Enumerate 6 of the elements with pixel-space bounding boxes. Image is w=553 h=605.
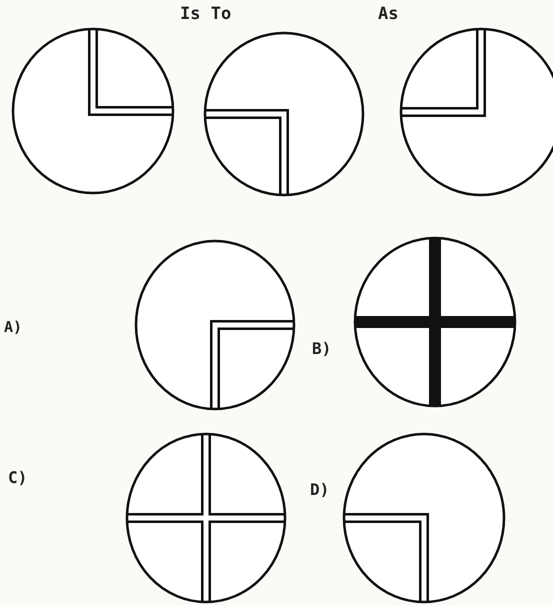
option-label: As <box>378 4 398 24</box>
option-label: Is To <box>180 4 232 24</box>
option-label: A) <box>4 318 22 336</box>
option-label: C) <box>8 468 28 487</box>
option-label: D) <box>310 480 330 499</box>
option-label: B) <box>312 339 332 358</box>
